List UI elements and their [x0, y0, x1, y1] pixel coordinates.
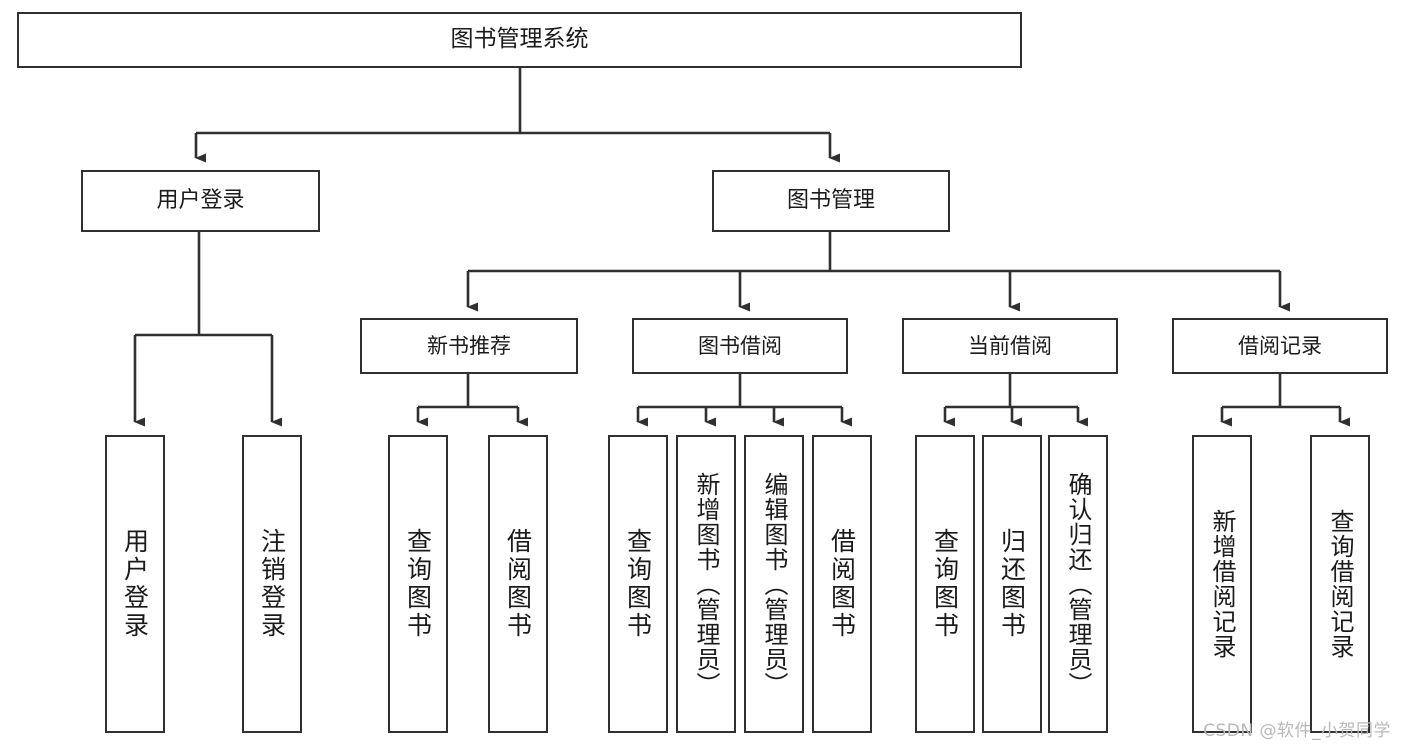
leaf-borrow-query-book[interactable]: 查询图书: [608, 435, 668, 733]
leaf-current-return-book[interactable]: 归还图书: [982, 435, 1042, 733]
leaf-new-book-query[interactable]: 查询图书: [388, 435, 448, 733]
node-label: 新书推荐: [427, 333, 511, 358]
node-label: 图书管理: [786, 188, 875, 214]
node-label: 查询图书: [930, 528, 960, 640]
node-label: 用户登录: [120, 528, 150, 640]
leaf-user-login-signin[interactable]: 用户登录: [105, 435, 165, 733]
node-label: 编辑图书（管理员）: [760, 471, 788, 697]
node-label: 查询图书: [403, 528, 433, 640]
node-label: 注销登录: [257, 528, 287, 640]
node-label: 图书借阅: [698, 333, 782, 358]
leaf-current-confirm-return-admin[interactable]: 确认归还（管理员）: [1048, 435, 1108, 733]
node-label: 图书管理系统: [450, 26, 589, 53]
leaf-new-book-borrow[interactable]: 借阅图书: [488, 435, 548, 733]
leaf-borrow-edit-book-admin[interactable]: 编辑图书（管理员）: [744, 435, 804, 733]
node-book-management[interactable]: 图书管理: [712, 170, 950, 232]
leaf-borrow-borrow-book[interactable]: 借阅图书: [812, 435, 872, 733]
node-book-borrow[interactable]: 图书借阅: [632, 318, 848, 374]
node-label: 新增借阅记录: [1208, 509, 1236, 659]
node-label: 用户登录: [156, 188, 245, 214]
node-label: 归还图书: [997, 528, 1027, 640]
node-label: 查询图书: [623, 528, 653, 640]
leaf-borrow-add-book-admin[interactable]: 新增图书（管理员）: [676, 435, 736, 733]
node-label: 借阅图书: [827, 528, 857, 640]
leaf-current-query-book[interactable]: 查询图书: [915, 435, 975, 733]
node-label: 查询借阅记录: [1326, 509, 1354, 659]
leaf-records-add-record[interactable]: 新增借阅记录: [1192, 435, 1252, 733]
csdn-watermark: CSDN @软件_小贺同学: [1203, 721, 1391, 741]
node-label: 确认归还（管理员）: [1064, 471, 1092, 697]
node-user-login[interactable]: 用户登录: [81, 170, 320, 232]
leaf-user-login-signout[interactable]: 注销登录: [242, 435, 302, 733]
leaf-records-query-record[interactable]: 查询借阅记录: [1310, 435, 1370, 733]
node-label: 当前借阅: [968, 333, 1052, 358]
node-root-book-management-system[interactable]: 图书管理系统: [17, 12, 1022, 68]
node-new-book-recommend[interactable]: 新书推荐: [360, 318, 578, 374]
node-current-borrow[interactable]: 当前借阅: [902, 318, 1118, 374]
node-label: 新增图书（管理员）: [692, 471, 720, 697]
node-label: 借阅记录: [1238, 333, 1322, 358]
node-borrow-records[interactable]: 借阅记录: [1172, 318, 1388, 374]
node-label: 借阅图书: [503, 528, 533, 640]
